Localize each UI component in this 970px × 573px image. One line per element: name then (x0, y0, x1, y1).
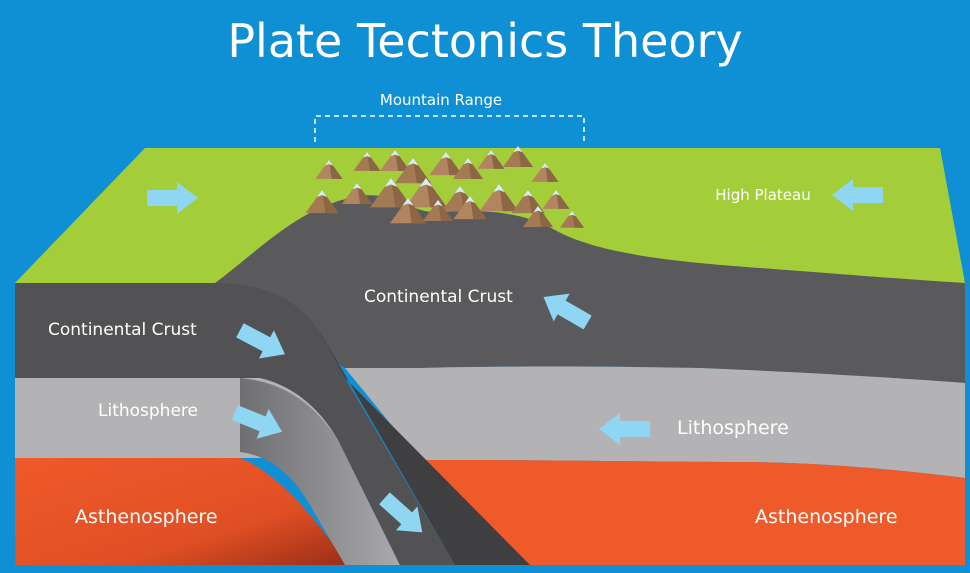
mountain-shade (470, 196, 487, 220)
mountain-shade (357, 183, 372, 204)
label-asthenosphere-right: Asthenosphere (755, 506, 898, 528)
label-lithosphere-left: Lithosphere (98, 401, 198, 421)
arrow-crust-left (236, 323, 285, 359)
mountain-snowcap (384, 178, 398, 187)
continental-crust-right (215, 195, 965, 383)
mountain-shade (413, 158, 431, 184)
mountain-shade (408, 198, 426, 224)
mountain-snowcap (352, 183, 362, 190)
arrow-crust-right (543, 293, 592, 330)
asthenosphere-right (420, 460, 965, 565)
mountain-shade (468, 158, 483, 179)
subducting-slab-lithosphere (240, 378, 400, 565)
asthenosphere-left (15, 458, 352, 565)
mountain-snowcap (568, 211, 576, 217)
mountain-snowcap (390, 150, 400, 157)
mountain-snowcap (463, 158, 473, 165)
label-continental-crust-right: Continental Crust (364, 287, 513, 307)
mountain-shade (518, 146, 533, 167)
mountain-snowcap (493, 184, 505, 193)
arrow-slab-down (379, 492, 423, 533)
mountain-snowcap (402, 198, 414, 206)
arrow-lithosphere-left (231, 405, 283, 439)
mountain-shade (528, 190, 545, 214)
mountain-snowcap (419, 178, 433, 187)
arrow-surface-left (832, 179, 883, 211)
mountain-shade (572, 211, 584, 228)
mountain-snowcap (317, 190, 327, 197)
mountain-range-bracket (314, 115, 585, 142)
lithosphere-right (345, 366, 965, 478)
arrow-surface-right (147, 182, 198, 214)
mountain-snowcap (407, 158, 419, 166)
mountain-snowcap (523, 190, 533, 197)
mountain-shade (538, 206, 553, 227)
mountain-shade (499, 184, 519, 212)
mountain-shade (322, 190, 339, 214)
mountain-shade (446, 152, 463, 176)
mountains (305, 146, 584, 228)
mountain-snowcap (454, 186, 466, 194)
mountain-shade (426, 178, 447, 208)
mountain-shade (395, 150, 410, 171)
mountain-snowcap (441, 152, 451, 159)
mountain-shade (438, 200, 453, 221)
label-lithosphere-right: Lithosphere (677, 417, 789, 439)
arrow-lithosphere-right (599, 413, 650, 445)
label-continental-crust-left: Continental Crust (48, 320, 197, 340)
mountain-snowcap (540, 163, 550, 169)
label-asthenosphere-left: Asthenosphere (75, 506, 218, 528)
mountain-shade (556, 190, 570, 209)
subducting-slab-crust (15, 283, 455, 565)
label-high-plateau: High Plateau (715, 186, 810, 204)
mountain-snowcap (486, 150, 496, 156)
mountain-snowcap (513, 146, 523, 153)
mountain-shade (329, 160, 343, 179)
mountain-snowcap (465, 196, 475, 203)
mountain-shade (491, 150, 505, 169)
mountain-snowcap (533, 206, 543, 213)
mountain-shade (367, 152, 381, 171)
mountain-snowcap (433, 200, 443, 207)
mountain-snowcap (551, 190, 561, 196)
mountain-snowcap (362, 152, 372, 158)
label-mountain-range: Mountain Range (380, 91, 502, 109)
diagram-title: Plate Tectonics Theory (227, 14, 743, 68)
mountain-shade (545, 163, 559, 182)
bottom-border (0, 565, 970, 573)
mountain-snowcap (324, 160, 334, 166)
mountain-shade (391, 178, 412, 208)
